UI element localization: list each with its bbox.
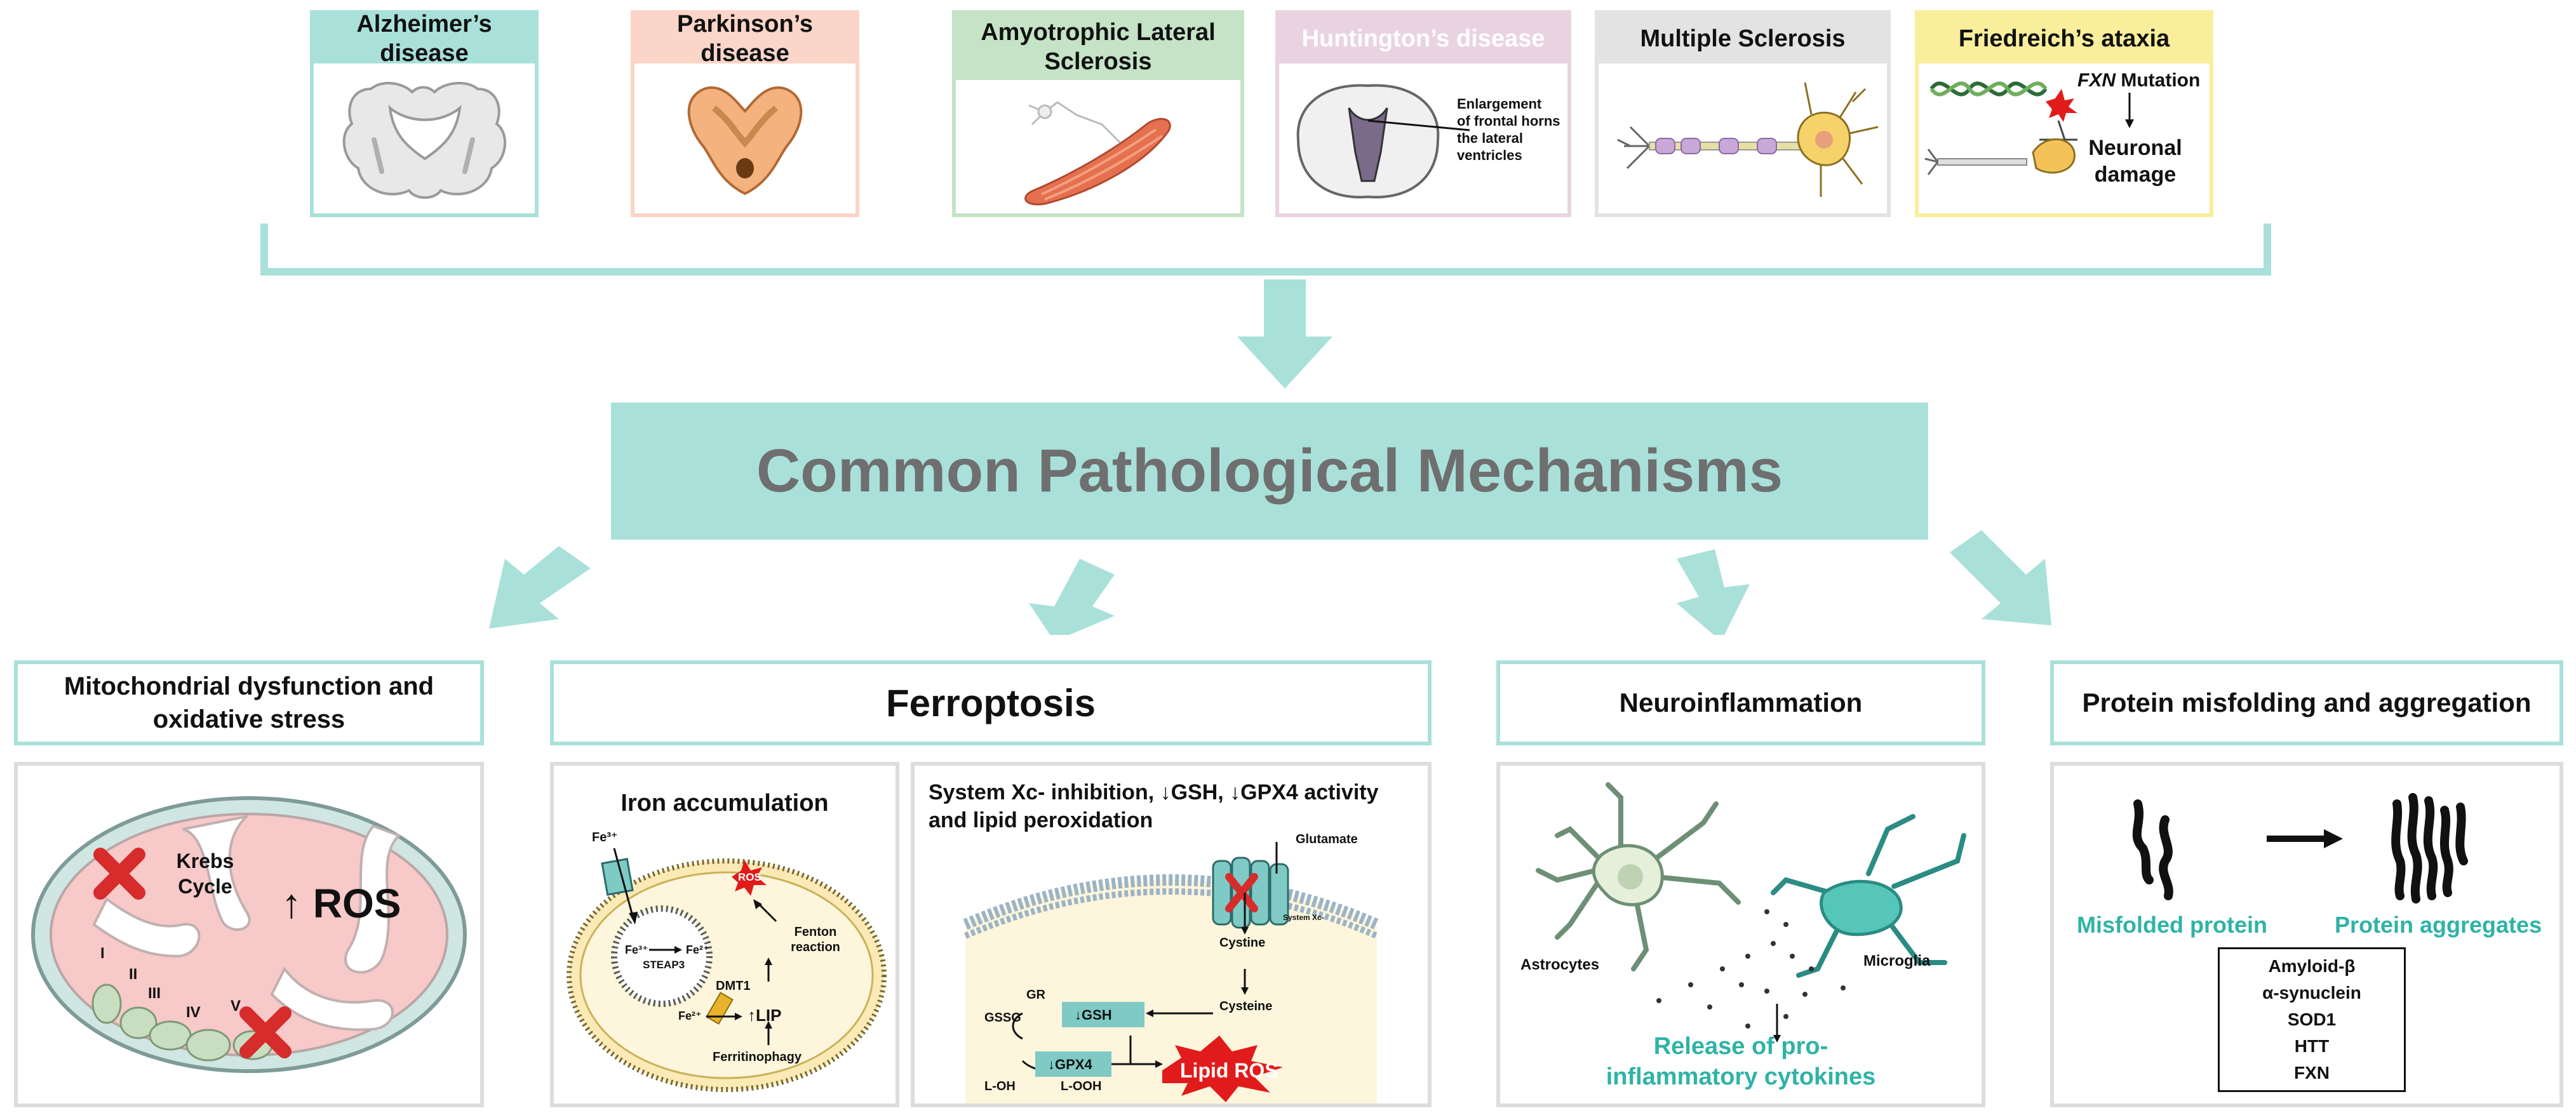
mutation-text: Mutation (2121, 70, 2201, 91)
complex-iv-label: IV (186, 1004, 201, 1021)
protein-aggregates-label: Protein aggregates (2335, 912, 2542, 938)
fenton-line: Fenton (794, 925, 837, 939)
muscle-neuron-icon (1024, 101, 1171, 206)
ros-increase-label: ↑ ROS (281, 881, 401, 926)
misfolded-protein-label: Misfolded protein (2077, 912, 2267, 938)
protein-list-box: Amyloid-β α-synuclein SOD1 HTT FXN (2218, 947, 2406, 1092)
disease-card-ms: Multiple Sclerosis (1595, 10, 1891, 217)
xc-cell-illustration (963, 842, 1379, 1103)
krebs-line: Krebs (176, 850, 234, 872)
protein-item: Amyloid-β (2268, 956, 2356, 976)
damage-line: Neuronal (2088, 136, 2182, 160)
note-line: the lateral (1457, 130, 1523, 146)
note-line: ventricles (1457, 147, 1522, 163)
disease-card-als: Amyotrophic Lateral Sclerosis (952, 10, 1244, 217)
brain-section-icon (342, 81, 507, 199)
disease-card-alzheimers: Alzheimer’s disease (310, 10, 539, 217)
krebs-cycle-label: Krebs Cycle (161, 848, 250, 899)
neuronal-damage-label: Neuronal damage (2081, 135, 2189, 188)
astrocytes-label: Astrocytes (1520, 956, 1600, 973)
huntington-note: Enlargement of frontal horns the lateral… (1457, 95, 1560, 164)
protein-item: HTT (2294, 1036, 2330, 1056)
protein-item: α-synuclein (2262, 983, 2361, 1003)
loh-label: L-OH (984, 1079, 1016, 1093)
krebs-line: Cycle (178, 875, 232, 898)
cysteine-label: Cysteine (1219, 999, 1273, 1013)
connector-graphics (260, 223, 2271, 635)
cytokine-release-label: Release of pro- inflammatory cytokines (1500, 1031, 1982, 1092)
release-line: inflammatory cytokines (1606, 1063, 1876, 1090)
note-line: Enlargement (1457, 96, 1542, 112)
disease-title: Amyotrophic Lateral Sclerosis (956, 14, 1240, 80)
gr-label: GR (1026, 988, 1045, 1002)
microglia-label: Microglia (1863, 952, 1931, 970)
fe2-cytosol-label: Fe²⁺ (678, 1010, 702, 1022)
protein-item: SOD1 (2287, 1010, 2337, 1029)
fenton-label: Fenton reaction (784, 924, 847, 955)
disease-title: Multiple Sclerosis (1599, 14, 1887, 63)
xc-title-line: System Xc- inhibition, ↓GSH, ↓GPX4 activ… (929, 780, 1379, 804)
down-arrow-icon (2125, 93, 2134, 128)
dna-neuron-icon (1924, 81, 2077, 175)
neuro-panel: Astrocytes Microglia Release of pro- inf… (1496, 762, 1985, 1107)
cystine-label: Cystine (1219, 936, 1266, 950)
xc-title-line: and lipid peroxidation (929, 808, 1153, 832)
protein-panel: Misfolded protein Protein aggregates Amy… (2050, 762, 2563, 1107)
complex-i-label: I (100, 945, 105, 962)
mito-panel: Krebs Cycle ↑ ROS I II III IV V (14, 762, 484, 1107)
disease-title: Huntington’s disease (1279, 14, 1567, 63)
disease-card-huntingtons: Huntington’s disease Enlargement of fron… (1275, 10, 1571, 217)
glutamate-label: Glutamate (1296, 832, 1358, 846)
disease-title: Alzheimer’s disease (314, 11, 535, 67)
ferritinophagy-label: Ferritinophagy (713, 1050, 802, 1064)
xc-panel: System Xc- inhibition, ↓GSH, ↓GPX4 activ… (911, 762, 1432, 1107)
disease-card-friedreich: Friedreich’s ataxia FXN Mutation Neurona… (1915, 10, 2213, 217)
fe3-outside-label: Fe³⁺ (592, 830, 618, 844)
ros-burst-label: ROS (738, 871, 761, 883)
looh-label: L-OOH (1061, 1079, 1102, 1093)
mitochondrion-illustration (31, 796, 467, 1073)
dmt1-label: DMT1 (716, 979, 751, 993)
system-xc-label: System Xc- (1283, 913, 1324, 922)
steap3-label: STEAP3 (643, 959, 685, 971)
fe2-endosome-label: Fe²⁺ (686, 943, 709, 956)
fxn-mutation-label: FXN Mutation (2077, 70, 2200, 91)
protein-title: Protein misfolding and aggregation (2050, 660, 2563, 745)
mito-title: Mitochondrial dysfunction and oxidative … (14, 660, 484, 745)
glia-illustration (1536, 782, 1966, 1043)
gssg-label: GSSG (984, 1011, 1021, 1025)
neuroinflammation-title: Neuroinflammation (1496, 660, 1985, 745)
fxn-gene: FXN (2077, 70, 2116, 91)
gpx4-label: ↓GPX4 (1048, 1057, 1092, 1072)
protein-aggregation-illustration (2132, 793, 2468, 903)
xc-title: System Xc- inhibition, ↓GSH, ↓GPX4 activ… (929, 778, 1379, 834)
fenton-line: reaction (791, 940, 840, 954)
complex-v-label: V (231, 997, 241, 1015)
fe3-endosome-label: Fe³⁺ (625, 943, 648, 956)
iron-cell-illustration (567, 848, 887, 1092)
disease-title: Parkinson’s disease (634, 11, 855, 67)
note-line: of frontal horns (1457, 113, 1560, 129)
central-title: Common Pathological Mechanisms (611, 403, 1928, 540)
lipid-ros-label: Lipid ROS (1180, 1059, 1278, 1082)
disease-title: Friedreich’s ataxia (1919, 14, 2210, 63)
iron-title: Iron accumulation (621, 790, 829, 817)
demyelinated-neuron-icon (1617, 82, 1879, 197)
lip-label: ↑LIP (748, 1006, 782, 1025)
complex-ii-label: II (129, 966, 138, 983)
complex-iii-label: III (148, 985, 161, 1002)
ferroptosis-title: Ferroptosis (550, 660, 1432, 745)
disease-card-parkinsons: Parkinson’s disease (631, 10, 859, 217)
midbrain-icon (687, 86, 803, 196)
brain-coronal-icon (1296, 84, 1470, 199)
gsh-label: ↓GSH (1075, 1007, 1112, 1023)
damage-line: damage (2094, 163, 2177, 187)
release-line: Release of pro- (1653, 1033, 1828, 1060)
iron-panel: Iron accumulation Fe³⁺ ROS Fenton reacti… (550, 762, 899, 1107)
protein-item: FXN (2294, 1063, 2330, 1083)
